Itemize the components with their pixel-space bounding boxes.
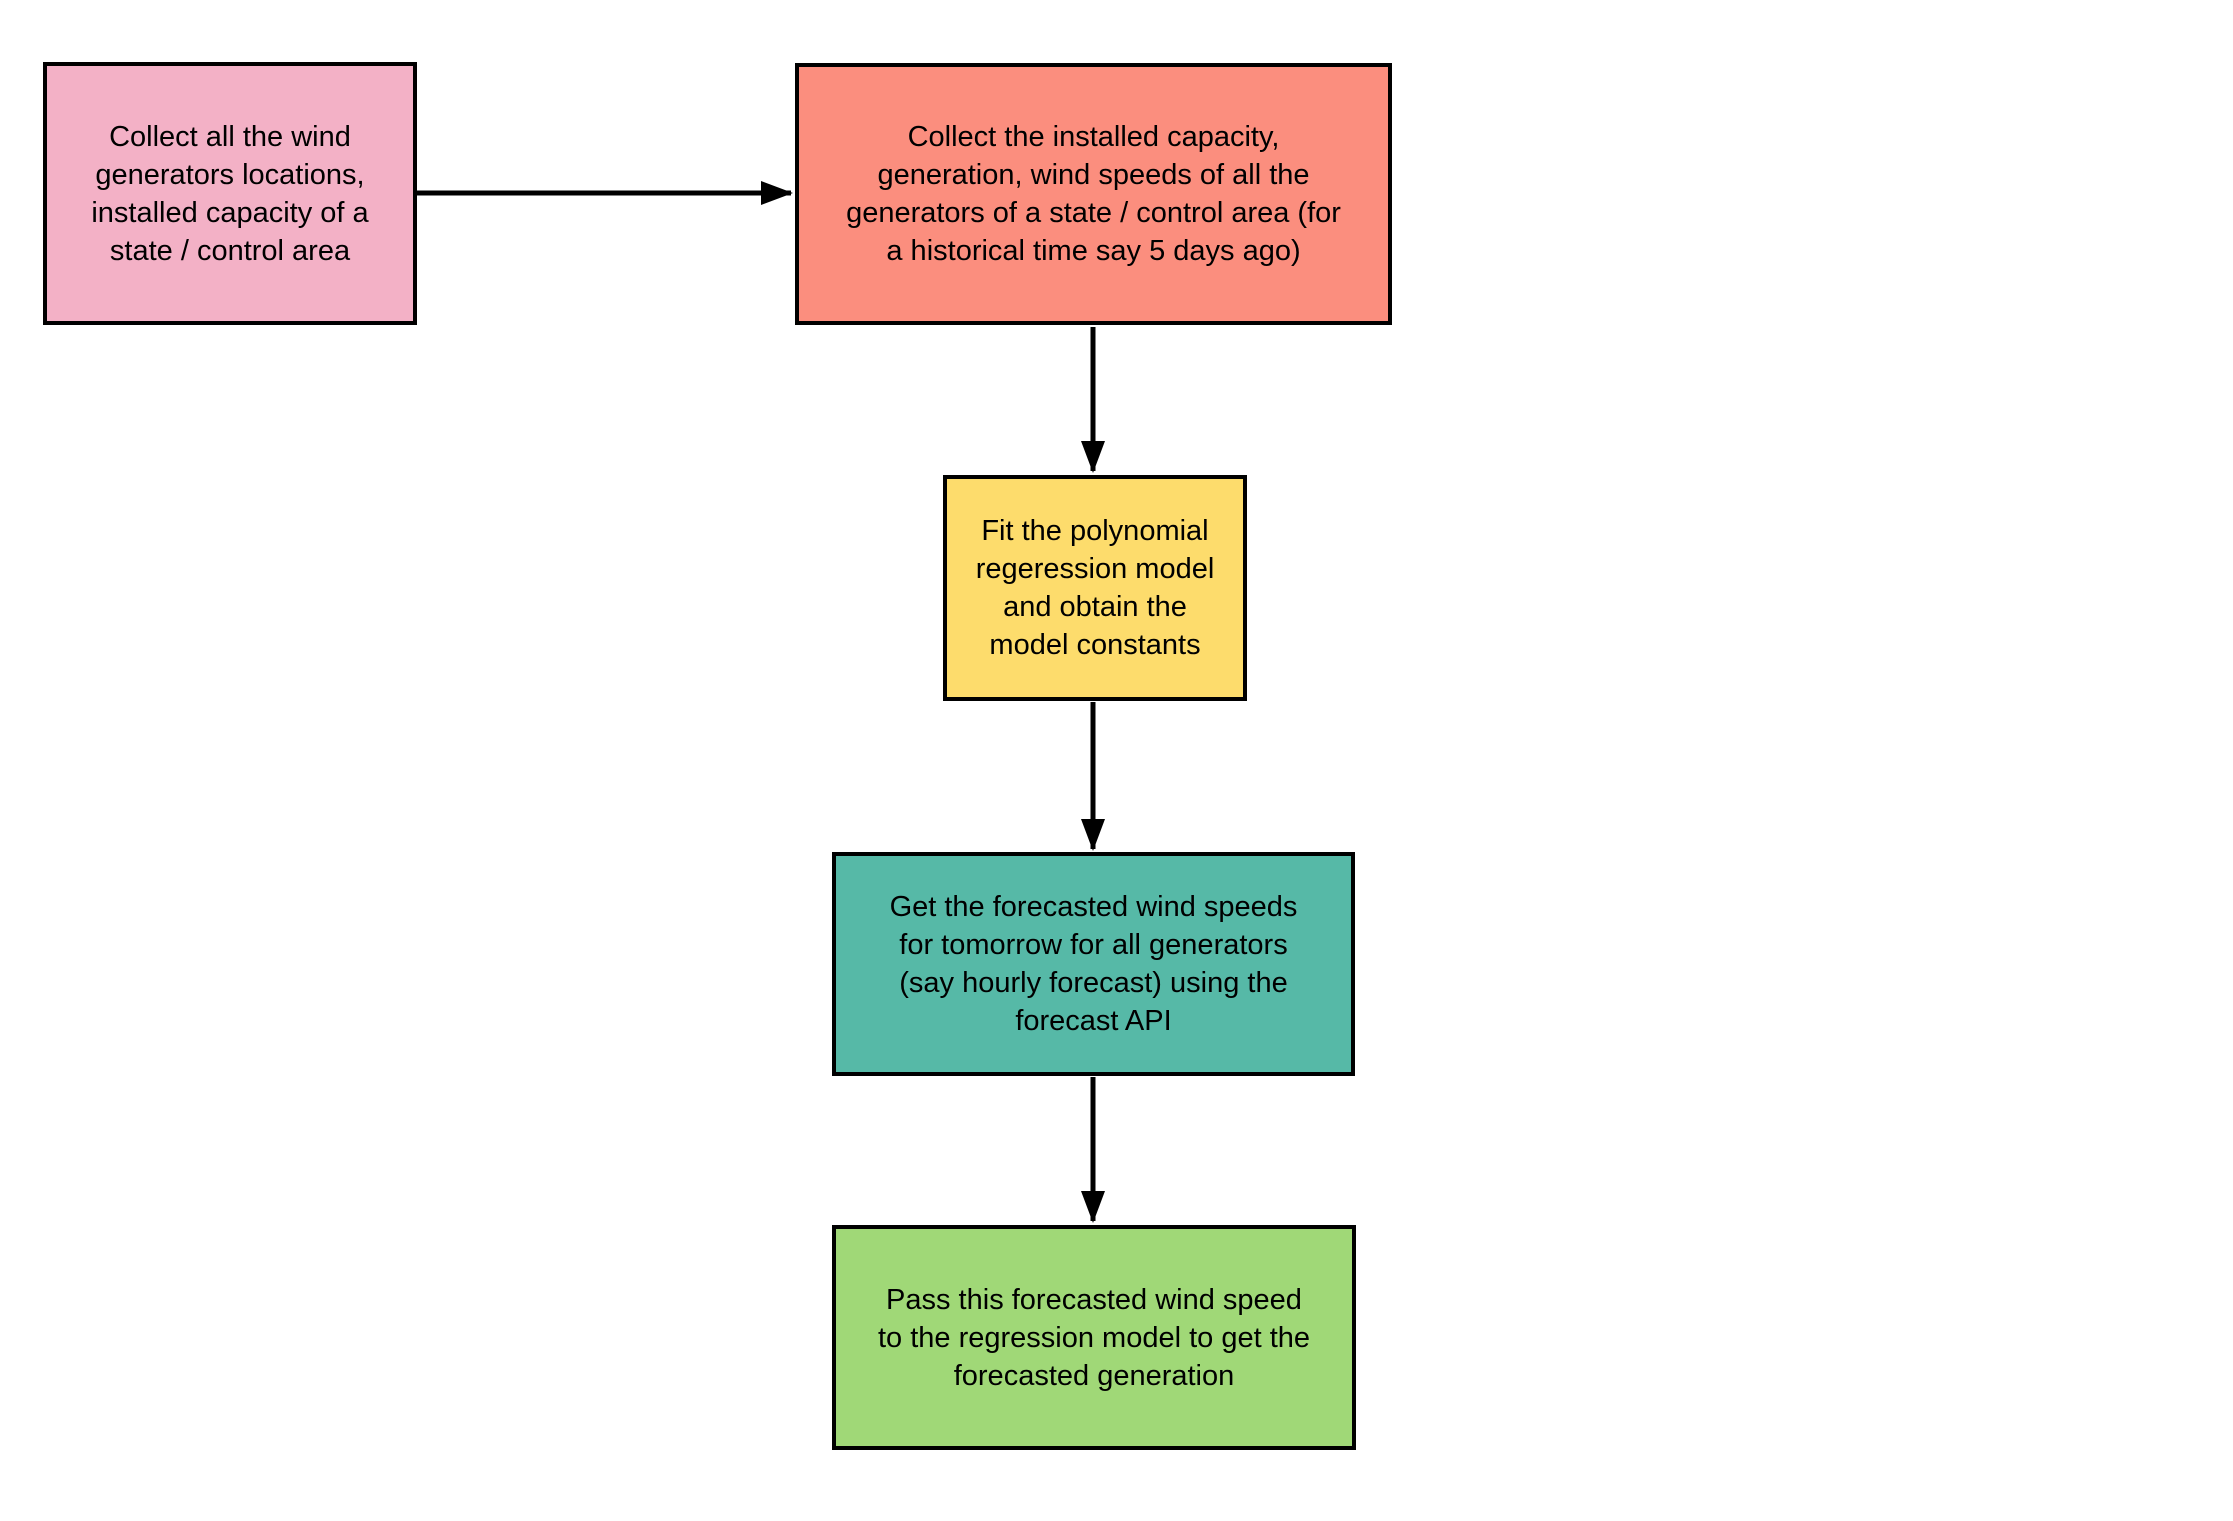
node-pass-forecast-label: Pass this forecasted wind speed to the r… bbox=[877, 1283, 1311, 1392]
node-get-forecast-label: Get the forecasted wind speeds for tomor… bbox=[889, 891, 1298, 1037]
node-collect-history-label: Collect the installed capacity, generati… bbox=[846, 121, 1341, 267]
node-collect-locations: Collect all the wind generators location… bbox=[43, 62, 417, 325]
node-fit-model-label: Fit the polynomial regeression model and… bbox=[975, 515, 1215, 661]
node-collect-locations-label: Collect all the wind generators location… bbox=[91, 120, 369, 267]
node-fit-model: Fit the polynomial regeression model and… bbox=[943, 475, 1247, 701]
node-pass-forecast: Pass this forecasted wind speed to the r… bbox=[832, 1225, 1356, 1450]
node-get-forecast: Get the forecasted wind speeds for tomor… bbox=[832, 852, 1355, 1076]
node-collect-history: Collect the installed capacity, generati… bbox=[795, 63, 1392, 325]
